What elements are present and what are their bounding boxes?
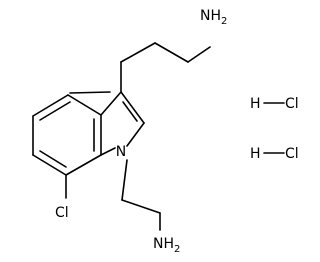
bond-c4-c5-inner: [39, 101, 71, 121]
bond-c3-c2: [120, 91, 145, 124]
bond-c2-n1: [126, 122, 145, 147]
bond-c6-c7: [32, 154, 67, 176]
molecule-structure: NH2 N Cl NH2 H Cl H Cl: [32, 8, 299, 255]
bond-c3a-c3: [100, 91, 122, 116]
bond-c3-c2-inner: [122, 101, 138, 122]
top-amine-label: NH2: [200, 8, 227, 27]
chlorine-label: Cl: [55, 205, 69, 221]
bond-c3a-c4: [69, 91, 111, 94]
ring-nitrogen-label: N: [116, 144, 126, 160]
salt-1-chlorine: Cl: [285, 96, 299, 112]
salt-labels: H Cl H Cl: [250, 96, 299, 162]
bond-n1-ethyl1: [121, 159, 128, 201]
bond-chain1-chain2: [120, 42, 156, 63]
bond-n1-c7a: [100, 147, 116, 156]
atom-labels: NH2 N Cl NH2: [55, 8, 227, 255]
salt-2-hydrogen: H: [250, 146, 261, 162]
bond-chain2-chain3: [154, 42, 189, 63]
bond-c7-c7a: [65, 154, 102, 176]
bonds: [32, 42, 285, 231]
bond-c3a-c4-link: [67, 94, 102, 116]
structure-canvas: NH2 N Cl NH2 H Cl H Cl: [32, 8, 299, 255]
bond-ethyl1-ethyl2: [121, 199, 161, 214]
bottom-amine-label: NH2: [153, 236, 180, 255]
bond-chain3-nh2: [187, 46, 211, 63]
salt-1-hydrogen: H: [250, 96, 261, 112]
salt-2-chlorine: Cl: [285, 146, 299, 162]
bond-c6-c7-inner: [39, 150, 67, 168]
bond-c4-c5: [32, 94, 69, 117]
